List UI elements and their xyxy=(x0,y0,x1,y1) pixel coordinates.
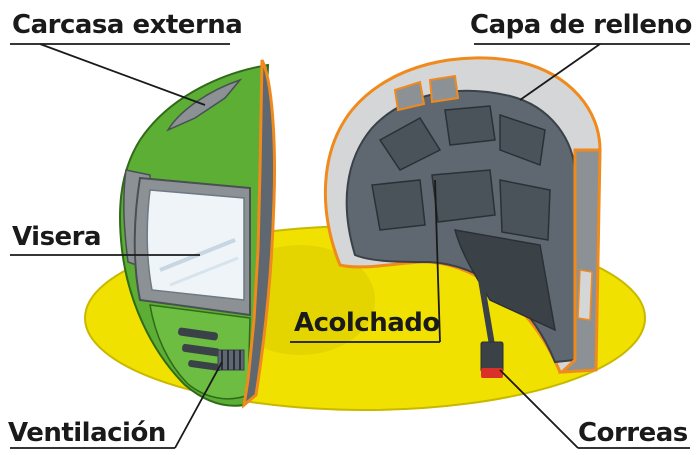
label-ventilation: Ventilación xyxy=(8,418,166,448)
strap-buckle-tip xyxy=(481,368,503,378)
padding-segment-3 xyxy=(499,113,546,167)
edge-detail-1 xyxy=(577,269,593,321)
padding-segment-5 xyxy=(431,169,496,223)
padding-segment-6 xyxy=(499,179,551,241)
padding-segment-2 xyxy=(444,105,496,146)
label-padding: Acolchado xyxy=(294,308,440,338)
visor-glass xyxy=(146,189,245,301)
leader-padding xyxy=(434,179,441,343)
vent-slot-3 xyxy=(188,360,223,371)
inner-layers-helmet xyxy=(323,56,602,378)
filling-tab-2 xyxy=(428,74,460,104)
outer-shell-cut-edge xyxy=(241,59,276,409)
vent-slot-1 xyxy=(178,327,218,341)
label-straps: Correas xyxy=(578,418,688,448)
filling-tab-1 xyxy=(393,80,426,112)
leader-ventilation xyxy=(174,361,223,449)
padding-segment-1 xyxy=(378,117,442,171)
leader-outer-shell xyxy=(39,43,206,106)
label-filling-layer: Capa de relleno xyxy=(470,10,692,40)
ventilation-grille xyxy=(217,349,245,371)
leader-filling xyxy=(519,43,601,101)
vent-slot-2 xyxy=(182,343,220,357)
strap-buckle xyxy=(480,341,504,373)
visor-glint-2 xyxy=(169,256,239,287)
label-visor: Visera xyxy=(12,222,102,252)
chin-strap xyxy=(475,261,495,346)
label-outer-shell: Carcasa externa xyxy=(12,10,243,40)
leader-straps xyxy=(499,369,579,449)
leader-lines xyxy=(10,43,690,449)
padding-segment-4 xyxy=(371,179,426,231)
outer-shell-helmet xyxy=(118,59,276,409)
cheek-pad xyxy=(453,229,556,332)
